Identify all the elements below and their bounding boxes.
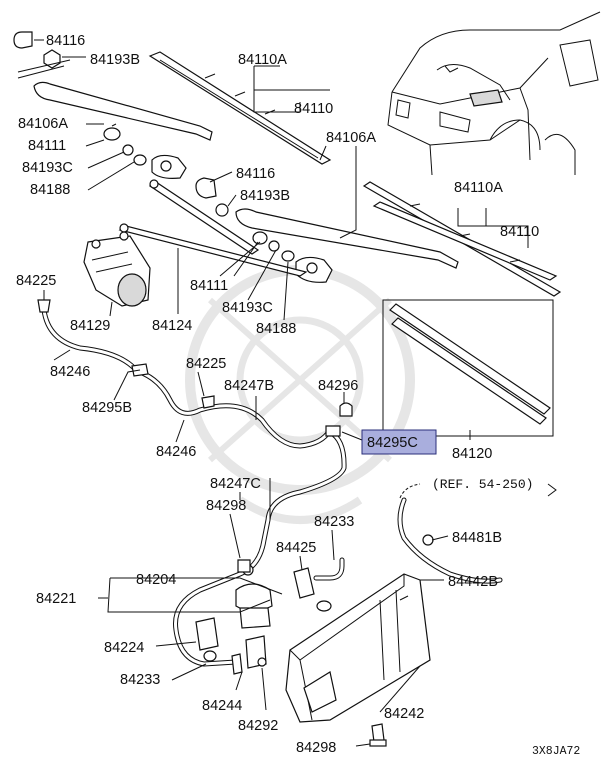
label-84225-top: 84225 (16, 273, 56, 289)
car-illustration (387, 11, 601, 176)
label-84106a-left: 84106A (18, 116, 68, 132)
label-84124: 84124 (152, 318, 192, 334)
label-84110a-right: 84110A (454, 180, 503, 196)
label-84295b: 84295B (82, 400, 132, 416)
label-84242: 84242 (384, 706, 424, 722)
label-84425: 84425 (276, 540, 316, 556)
highlight-box (361, 429, 437, 455)
label-84295c: 84295C (367, 435, 418, 451)
part-labels: 84116 84193B 84110A 84110 84106A 84106A … (16, 33, 580, 758)
label-84244: 84244 (202, 698, 242, 714)
label-84188-mid: 84188 (256, 321, 296, 337)
label-84204: 84204 (136, 572, 176, 588)
label-84111-top: 84111 (28, 138, 66, 154)
label-84120: 84120 (452, 446, 492, 462)
label-84225-mid: 84225 (186, 356, 226, 372)
label-84221: 84221 (36, 591, 76, 607)
label-84298-bottom: 84298 (296, 740, 336, 756)
label-84224: 84224 (104, 640, 144, 656)
label-ref-54-250: (REF. 54-250) (432, 477, 533, 492)
blade-refill-inset (382, 299, 554, 437)
wiper-motor (83, 231, 151, 307)
wiper-linkage (118, 179, 308, 277)
label-84247c: 84247C (210, 476, 261, 492)
label-84481b: 84481B (452, 530, 502, 546)
label-84193b-top: 84193B (90, 52, 140, 68)
label-84110-left: 84110 (294, 101, 333, 117)
label-84129: 84129 (70, 318, 110, 334)
label-84246-top: 84246 (50, 364, 90, 380)
leader-lines (34, 39, 529, 747)
label-84233-right: 84233 (314, 514, 354, 530)
label-84193c-mid: 84193C (222, 300, 273, 316)
label-84106a-right: 84106A (326, 130, 376, 146)
label-84298-mid: 84298 (206, 498, 246, 514)
label-84116-mid: 84116 (236, 166, 275, 182)
label-84110-right: 84110 (500, 224, 539, 240)
washer-tank (195, 559, 431, 747)
label-84296: 84296 (318, 378, 358, 394)
wiper-assembly-left (13, 31, 332, 179)
label-84442b: 84442B (448, 574, 498, 590)
label-84233-left: 84233 (120, 672, 160, 688)
label-84110a-left: 84110A (238, 52, 287, 68)
label-84247b: 84247B (224, 378, 274, 394)
label-84188-top: 84188 (30, 182, 70, 198)
label-84116-top: 84116 (46, 33, 85, 49)
label-84246-mid: 84246 (156, 444, 196, 460)
label-84111-mid: 84111 (190, 278, 228, 294)
label-84193c-top: 84193C (22, 160, 73, 176)
label-84292: 84292 (238, 718, 278, 734)
diagram-code: 3X8JA72 (532, 745, 580, 758)
wiper-assembly-right (195, 177, 562, 297)
label-84193b-mid: 84193B (240, 188, 290, 204)
